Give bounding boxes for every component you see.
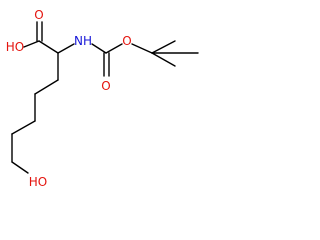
acid-c-oh-bond — [23, 40, 40, 48]
chain-bond-6 — [11, 161, 29, 174]
carbamate-ether-oxygen-label: O — [122, 34, 131, 48]
carbamate-ether-bond — [105, 43, 123, 54]
acid-c-alpha-bond — [38, 40, 59, 54]
chain-bond-4 — [11, 120, 36, 135]
bonds — [11, 21, 199, 174]
chain-bond-2 — [34, 79, 59, 95]
amine-nh-label: NH — [74, 34, 92, 48]
atom-labels: O HO NH O O HO — [6, 8, 132, 189]
structure-diagram: O HO NH O O HO — [6, 8, 199, 189]
acid-hydroxyl-label: HO — [6, 40, 24, 54]
tbutyl-methyl-down — [151, 52, 176, 67]
carbamate-carbonyl-oxygen-label: O — [101, 79, 110, 93]
terminal-hydroxyl-label: HO — [29, 175, 47, 189]
ether-tbutyl-bond — [131, 43, 153, 54]
alpha-nh-bond — [57, 43, 75, 54]
tbutyl-methyl-up — [151, 40, 176, 54]
acid-carbonyl-oxygen-label: O — [34, 8, 43, 22]
nh-carbamate-bond — [91, 43, 107, 54]
